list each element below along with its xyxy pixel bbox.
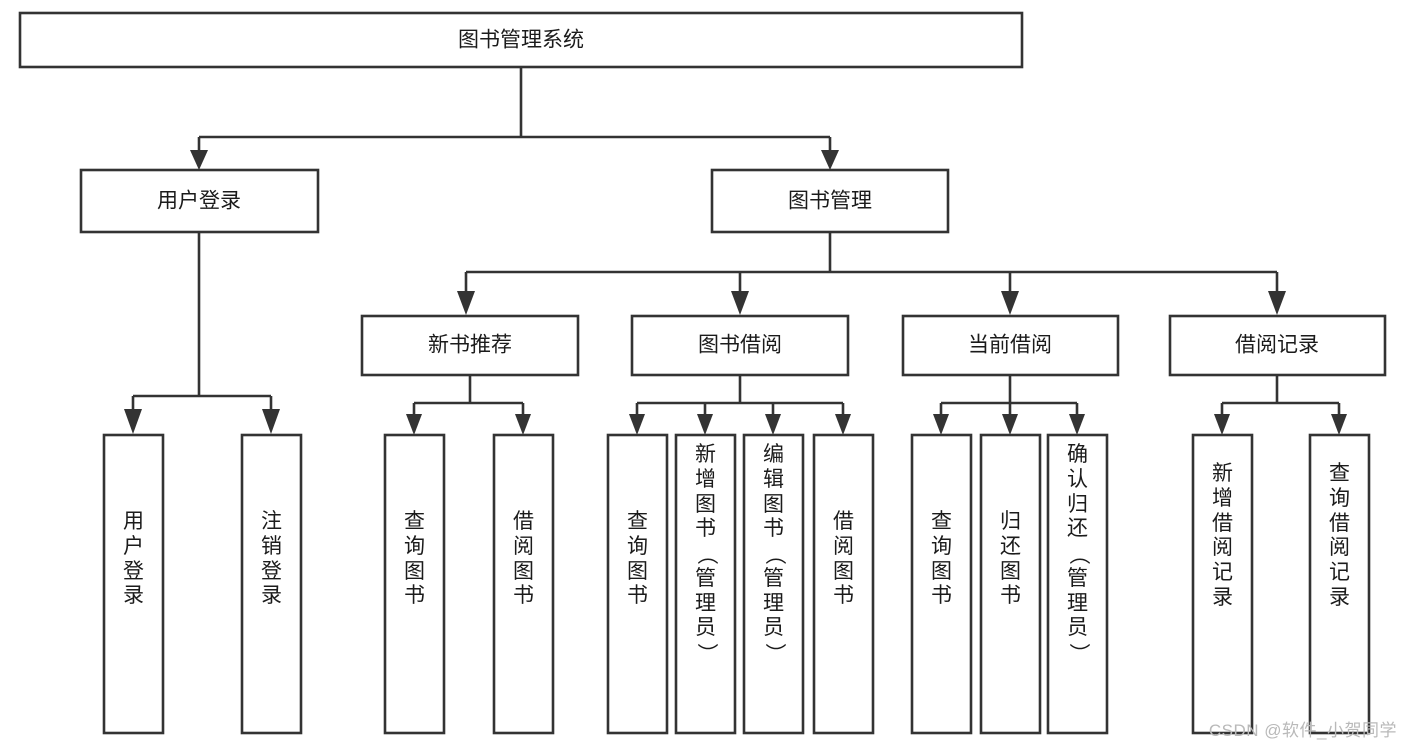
- arrowhead-icon: [731, 291, 749, 315]
- leaf-box-edit-book[interactable]: [742, 433, 805, 735]
- leaf-box-borrow-book-1[interactable]: [492, 433, 555, 735]
- node-user-login-box[interactable]: [79, 168, 320, 234]
- node-book-management[interactable]: 图书管理: [710, 168, 950, 234]
- arrowhead-icon: [1001, 291, 1019, 315]
- leaf-boxes-group: [102, 433, 1371, 735]
- leaf-box-add-book[interactable]: [674, 433, 737, 735]
- arrowhead-icon: [190, 150, 208, 170]
- node-root-label: 图书管理系统: [458, 29, 584, 52]
- arrowhead-icon: [629, 414, 645, 435]
- arrowhead-icon: [1214, 414, 1230, 435]
- arrowhead-icon: [262, 409, 280, 434]
- node-new-book-recommend[interactable]: 新书推荐: [360, 314, 580, 377]
- arrowhead-icon: [124, 409, 142, 434]
- node-new-book-recommend-label: 新书推荐: [428, 334, 512, 357]
- node-book-management-box[interactable]: [710, 168, 950, 234]
- node-current-borrow-label: 当前借阅: [968, 334, 1052, 357]
- node-borrow-record[interactable]: 借阅记录: [1168, 314, 1387, 377]
- node-user-login[interactable]: 用户登录: [79, 168, 320, 234]
- arrowhead-icon: [1069, 414, 1085, 435]
- arrowhead-icon: [515, 414, 531, 435]
- node-book-borrow[interactable]: 图书借阅: [630, 314, 850, 377]
- leaf-box-add-record[interactable]: [1191, 433, 1254, 735]
- arrowhead-icon: [835, 414, 851, 435]
- arrowhead-icon: [697, 414, 713, 435]
- arrowhead-icon: [765, 414, 781, 435]
- node-book-borrow-box[interactable]: [630, 314, 850, 377]
- arrowhead-icon: [933, 414, 949, 435]
- node-current-borrow-box[interactable]: [901, 314, 1120, 377]
- arrowhead-icon: [1268, 291, 1286, 315]
- leaf-box-confirm-return[interactable]: [1046, 433, 1109, 735]
- leaf-box-query-book-2[interactable]: [606, 433, 669, 735]
- leaf-box-return-book[interactable]: [979, 433, 1042, 735]
- arrowhead-group: [124, 150, 1347, 435]
- leaf-box-query-book-1[interactable]: [383, 433, 446, 735]
- watermark-text: CSDN @软件_小贺同学: [1208, 721, 1397, 740]
- leaf-box-query-record[interactable]: [1308, 433, 1371, 735]
- arrowhead-icon: [1331, 414, 1347, 435]
- node-book-management-label: 图书管理: [788, 190, 872, 213]
- node-current-borrow[interactable]: 当前借阅: [901, 314, 1120, 377]
- arrowhead-icon: [1002, 414, 1018, 435]
- arrowhead-icon: [821, 150, 839, 170]
- arrowhead-icon: [406, 414, 422, 435]
- node-user-login-label: 用户登录: [157, 190, 241, 213]
- leaf-box-logout[interactable]: [240, 433, 303, 735]
- node-root[interactable]: 图书管理系统: [18, 11, 1024, 69]
- node-book-borrow-label: 图书借阅: [698, 334, 782, 357]
- leaf-box-query-book-3[interactable]: [910, 433, 973, 735]
- leaf-box-user-login[interactable]: [102, 433, 165, 735]
- node-borrow-record-box[interactable]: [1168, 314, 1387, 377]
- arrowhead-icon: [457, 291, 475, 315]
- node-borrow-record-label: 借阅记录: [1235, 334, 1319, 357]
- connector-group: [131, 67, 1341, 416]
- node-new-book-recommend-box[interactable]: [360, 314, 580, 377]
- node-root-box[interactable]: [18, 11, 1024, 69]
- leaf-box-borrow-book-2[interactable]: [812, 433, 875, 735]
